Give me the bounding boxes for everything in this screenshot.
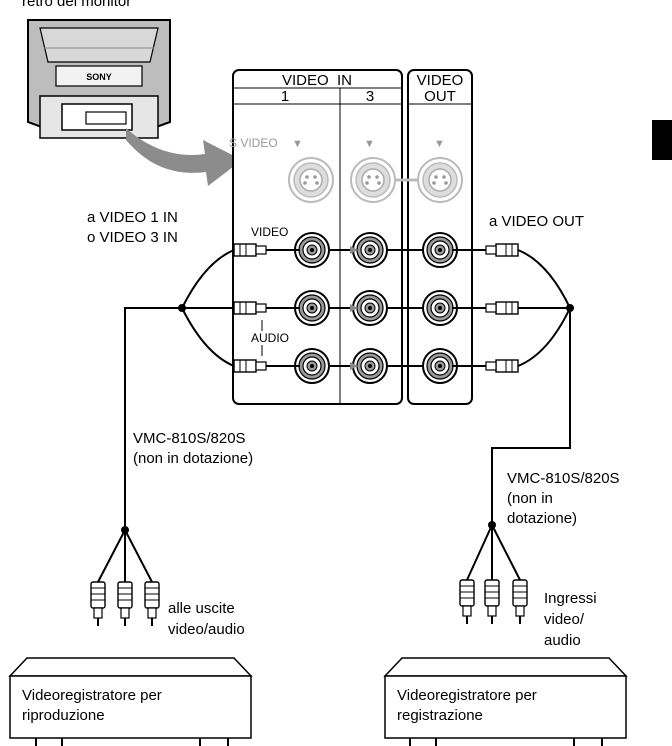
right-plugs-label-2: video/ (544, 611, 585, 628)
cable-left (97, 249, 235, 583)
rca-plug-icon (485, 301, 519, 315)
label-to-in-2: o VIDEO 3 IN (87, 229, 178, 246)
cable-left-label-1: VMC-810S/820S (133, 430, 246, 447)
arrow-down-icon: ▼ (434, 138, 445, 150)
arrow-down-icon: ▼ (364, 138, 375, 150)
vcr-right-line2: registrazione (397, 707, 483, 724)
row-label-video: VIDEO (251, 225, 288, 239)
svideo-label: S VIDEO (229, 136, 278, 150)
header-caption: retro del monitor (22, 0, 131, 10)
left-plugs-label-2: video/audio (168, 621, 245, 638)
rca-plug-icon (117, 581, 133, 627)
vcr-left-line2: riproduzione (22, 707, 105, 724)
cable-right (466, 249, 571, 581)
rca-plug-icon (144, 581, 160, 627)
rca-jack-video-in3 (352, 232, 388, 268)
cable-right-label-2: (non in (507, 490, 553, 507)
vcr-recording (383, 657, 628, 746)
rca-plug-icon (233, 243, 267, 257)
monitor-brand: SONY (86, 72, 112, 82)
rca-plug-icon (484, 579, 500, 625)
vcr-playback (8, 657, 253, 746)
rca-plug-icon (485, 359, 519, 373)
arrow-icon (126, 128, 242, 186)
rca-plug-icon (90, 581, 106, 627)
cable-right-label-3: dotazione) (507, 510, 577, 527)
svideo-jack-in1 (288, 157, 334, 203)
rca-plug-icon (233, 301, 267, 315)
rca-plug-icon (512, 579, 528, 625)
right-plugs-label-1: Ingressi (544, 590, 597, 607)
video-in-col-3: 3 (366, 88, 374, 105)
rca-jack-audio-l-in1 (294, 290, 330, 326)
video-out-title-2: OUT (424, 88, 456, 105)
section-tab-marker (652, 120, 672, 160)
arrow-down-icon: ▼ (292, 138, 303, 150)
rca-jack-audio-l-in3 (352, 290, 388, 326)
rca-plug-icon (459, 579, 475, 625)
link-arrows (350, 246, 358, 370)
video-in-title: VIDEO IN (282, 72, 352, 89)
vcr-right-line1: Videoregistratore per (397, 687, 537, 704)
right-plugs-label-3: audio (544, 632, 581, 649)
rca-jack-audio-l-out (422, 290, 458, 326)
rca-plug-icon (485, 243, 519, 257)
svideo-jack-in3 (350, 157, 396, 203)
rca-jack-audio-r-in1 (294, 348, 330, 384)
row-label-audio: AUDIO (251, 331, 289, 345)
label-to-in-1: a VIDEO 1 IN (87, 209, 178, 226)
vcr-left-line1: Videoregistratore per (22, 687, 162, 704)
left-plugs-label-1: alle uscite (168, 600, 235, 617)
rca-jack-video-in1 (294, 232, 330, 268)
rca-plug-icon (233, 359, 267, 373)
video-in-col-1: 1 (281, 88, 289, 105)
rca-jack-audio-r-in3 (352, 348, 388, 384)
rca-jack-video-out (422, 232, 458, 268)
video-out-title-1: VIDEO (417, 72, 464, 89)
rca-jack-audio-r-out (422, 348, 458, 384)
monitor-illustration: SONY (27, 19, 171, 139)
svideo-jack-out (417, 157, 463, 203)
cable-right-label-1: VMC-810S/820S (507, 470, 620, 487)
cable-left-label-2: (non in dotazione) (133, 450, 253, 467)
label-to-out: a VIDEO OUT (489, 213, 584, 230)
